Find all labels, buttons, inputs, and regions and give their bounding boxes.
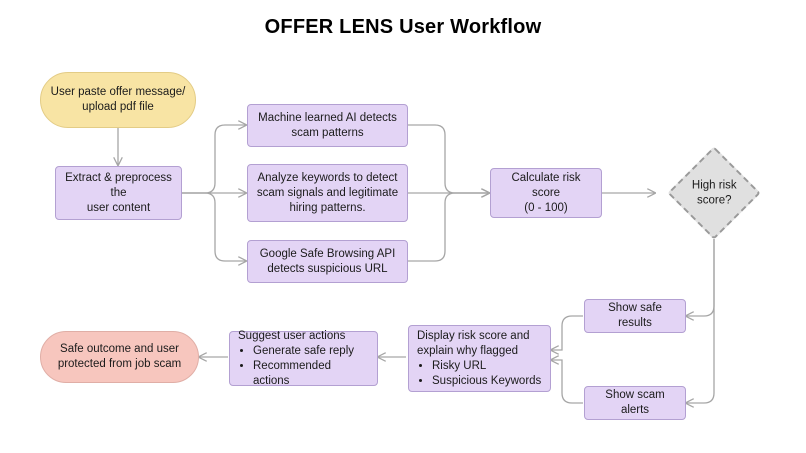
node-suggest-heading: Suggest user actions	[238, 329, 346, 342]
node-outcome-line2: protected from job scam	[57, 358, 182, 370]
node-decision-line1: High risk	[691, 178, 737, 191]
list-item: Suspicious Keywords	[432, 374, 542, 389]
node-keyword-analyze[interactable]: Analyze keywords to detect scam signals …	[247, 164, 408, 222]
node-safe-outcome[interactable]: Safe outcome and user protected from job…	[40, 331, 199, 383]
node-riskscore-line1: Calculate risk score	[511, 171, 581, 199]
node-keywords-line2: scam signals and legitimate	[256, 186, 399, 199]
node-display-line1: Display risk score and	[417, 329, 530, 342]
node-suggest-user-actions[interactable]: Suggest user actions Generate safe reply…	[229, 329, 378, 389]
list-item: Generate safe reply	[253, 344, 369, 359]
node-extract-line1: Extract & preprocess the	[65, 171, 172, 199]
node-keywords-line1: Analyze keywords to detect	[257, 171, 398, 184]
node-calculate-risk-score[interactable]: Calculate risk score (0 - 100)	[490, 168, 602, 218]
node-decision-line2: score?	[696, 193, 732, 206]
node-safebrowsing-line2: detects suspicious URL	[267, 262, 388, 275]
page-title: OFFER LENS User Workflow	[264, 16, 542, 38]
node-keywords-line3: hiring patterns.	[289, 201, 366, 214]
connector-ml-to-riskscore	[408, 124, 489, 193]
node-safe-results-label: Show safe results	[608, 302, 662, 329]
connector-safebrowsing-to-riskscore	[408, 193, 489, 262]
connector-decision-to-safe-results	[686, 239, 715, 316]
node-ml-detect[interactable]: Machine learned AI detects scam patterns	[247, 104, 408, 147]
node-show-scam-alerts[interactable]: Show scam alerts	[584, 386, 686, 420]
node-outcome-line1: Safe outcome and user	[60, 343, 179, 355]
node-start-line1: User paste offer message/	[50, 86, 186, 98]
node-display-bullets: Risky URL Suspicious Keywords	[417, 359, 542, 389]
node-extract-preprocess[interactable]: Extract & preprocess the user content	[55, 166, 182, 220]
node-scam-alerts-label: Show scam alerts	[605, 389, 665, 416]
connector-scam-alerts-to-display	[551, 360, 583, 404]
node-start-line2: upload pdf file	[82, 101, 154, 113]
node-safebrowsing-line1: Google Safe Browsing API	[259, 247, 396, 260]
connector-extract-to-safebrowsing	[182, 192, 246, 261]
connector-safe-results-to-display	[551, 315, 583, 350]
connector-extract-to-ml	[182, 125, 246, 194]
node-show-safe-results[interactable]: Show safe results	[584, 299, 686, 333]
node-safe-browsing[interactable]: Google Safe Browsing API detects suspici…	[247, 240, 408, 283]
connector-decision-to-scam-alerts	[686, 239, 715, 403]
list-item: Recommended actions	[253, 359, 369, 389]
node-start[interactable]: User paste offer message/ upload pdf fil…	[40, 72, 196, 128]
node-riskscore-line2: (0 - 100)	[524, 201, 568, 214]
node-display-risk-score[interactable]: Display risk score and explain why flagg…	[408, 325, 551, 392]
node-ml-line1: Machine learned AI detects	[258, 111, 397, 124]
node-decision-high-risk[interactable]: High risk score?	[667, 146, 761, 240]
node-ml-line2: scam patterns	[291, 126, 364, 139]
node-display-line2: explain why flagged	[417, 344, 519, 357]
node-suggest-bullets: Generate safe reply Recommended actions	[238, 344, 369, 389]
node-extract-line2: user content	[86, 201, 151, 214]
list-item: Risky URL	[432, 359, 542, 374]
